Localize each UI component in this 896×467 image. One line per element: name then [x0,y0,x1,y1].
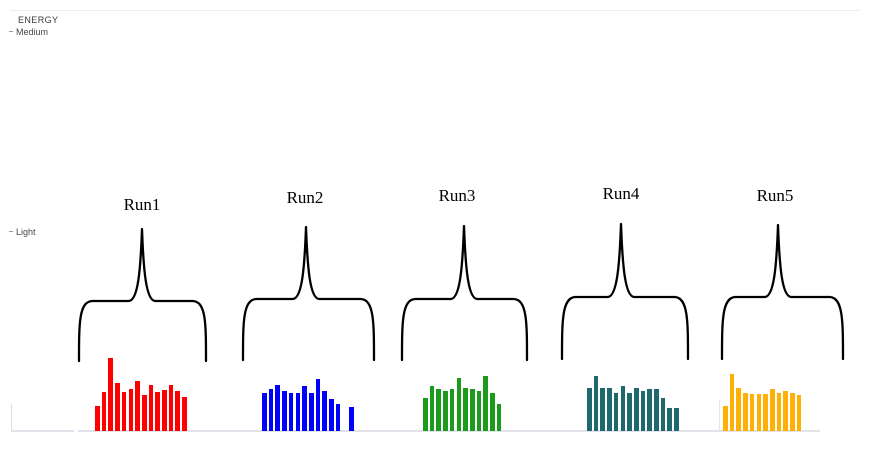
bar-run1-2 [101,392,107,431]
bar-run1-8 [141,395,147,431]
bar-run5-1 [723,406,728,431]
bar-run1-9 [148,385,154,431]
bar-run2-4 [282,391,287,431]
y-axis-spine-run5 [719,400,720,431]
chart-title: ENERGY [18,15,59,25]
bar-run5-10 [783,391,788,431]
run-label-run3: Run3 [438,186,476,205]
bar-run4-14 [674,408,679,431]
bar-run3-5 [449,389,455,431]
x-axis-line-segment-1 [11,430,74,432]
bar-run4-11 [654,389,659,431]
run-label-run2: Run2 [286,188,324,207]
bar-run4-10 [647,389,652,431]
bar-run2-9 [315,379,321,431]
bar-run4-6 [620,386,626,431]
bar-run3-11 [490,393,495,431]
bar-run1-3 [108,358,114,431]
bar-run5-8 [769,389,775,431]
bar-run1-1 [95,406,100,431]
curly-brace-run1 [77,227,208,363]
bar-run5-7 [763,394,768,431]
bar-run2-14 [349,407,354,431]
bar-run4-8 [633,388,639,431]
bar-run4-13 [667,408,673,431]
bar-run2-1 [262,393,267,431]
bar-run5-11 [790,393,795,431]
bar-run5-2 [729,374,735,431]
bar-run5-4 [743,393,748,431]
bar-run3-9 [476,391,482,431]
curly-brace-run2 [241,225,376,362]
curly-brace-run3 [400,224,529,362]
run-label-run5: Run5 [756,186,794,205]
bar-run2-2 [268,389,274,431]
bar-run3-12 [496,404,502,431]
bar-run3-8 [469,389,475,431]
bar-run2-10 [322,391,327,431]
y-axis-spine-left [11,404,12,431]
bar-run1-13 [175,391,181,431]
bar-run4-4 [607,388,612,431]
bar-run1-7 [135,381,140,431]
bar-run1-12 [168,385,174,431]
bar-run1-11 [162,390,167,431]
bar-run1-4 [115,383,120,431]
bar-run3-6 [456,378,462,431]
bar-run3-3 [436,389,442,431]
x-axis-line-segment-2 [78,430,820,432]
curly-brace-run4 [560,222,690,361]
bar-run2-6 [295,393,301,431]
curly-brace-run5 [720,223,845,361]
bar-run2-5 [288,393,294,431]
bar-run2-11 [329,399,334,431]
run-label-run1: Run1 [123,195,161,214]
bar-run5-6 [756,394,762,431]
bar-run1-5 [121,392,127,431]
y-tick-label-medium: Medium [16,27,49,37]
y-tick-mark-medium [9,31,13,32]
bar-run5-12 [796,395,802,431]
bar-run4-5 [613,393,619,431]
bar-run3-7 [463,388,468,431]
bar-run1-6 [128,389,134,431]
bar-run2-8 [308,393,314,431]
bar-run3-2 [429,386,435,431]
y-tick-label-light: Light [16,227,36,237]
bar-run4-7 [627,393,632,431]
bar-run1-14 [182,397,187,431]
bar-run2-12 [335,404,341,431]
bar-run5-3 [736,388,742,431]
bar-run2-7 [302,386,307,431]
bar-run2-3 [275,385,281,431]
run-label-run4: Run4 [602,184,640,203]
bar-run4-12 [660,398,666,431]
bar-run5-5 [749,394,755,431]
bar-run4-1 [587,388,592,431]
bar-run1-10 [155,392,160,431]
bar-run3-4 [443,391,448,431]
bar-run4-3 [600,388,606,431]
bar-run5-9 [776,393,782,431]
y-tick-mark-light [9,231,13,232]
bar-run4-2 [593,376,599,431]
bar-run4-9 [640,391,646,431]
bar-run3-1 [423,398,428,431]
figure-top-border [10,10,860,11]
bar-run3-10 [483,376,488,431]
